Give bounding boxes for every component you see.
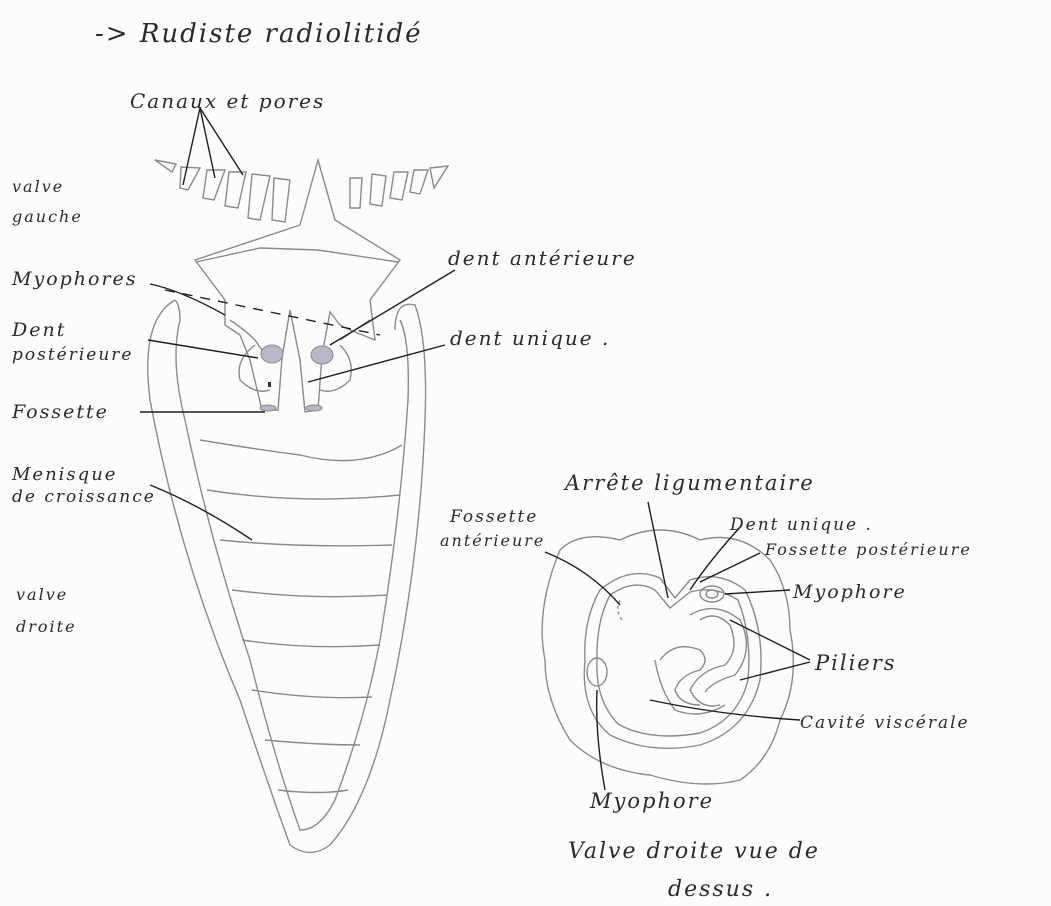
label-myophores: Myophores: [11, 268, 138, 290]
title: -> Rudiste radiolitidé: [95, 19, 423, 49]
label-myophore-bottom: Myophore: [589, 789, 714, 813]
myophore-right-shape: [700, 586, 724, 602]
right-valve-outer: [148, 300, 426, 853]
label-dent-unique-side: dent unique .: [450, 326, 610, 350]
label-fossette-anterieure-1: Fossette: [449, 507, 538, 527]
posterior-tooth-shade: [261, 345, 283, 363]
label-piliers: Piliers: [814, 651, 897, 675]
label-cavite-viscerale: Cavité viscérale: [800, 713, 970, 733]
caption-line-1: Valve droite vue de: [568, 839, 820, 864]
caption-line-2: dessus .: [668, 877, 773, 902]
growth-lines: [200, 440, 402, 793]
label-menisque-2: de croissance: [12, 487, 156, 507]
canals-and-pores: [155, 160, 448, 222]
label-valve-gauche-1: valve: [12, 177, 64, 196]
label-valve-droite-1: valve: [16, 585, 68, 604]
label-valve-droite-2: droite: [16, 617, 77, 636]
label-dent-unique-top: Dent unique .: [729, 515, 873, 535]
valve-outer-margin: [542, 530, 793, 784]
label-dent-posterieure-2: postérieure: [12, 345, 134, 365]
label-dent-anterieure: dent antérieure: [448, 246, 637, 270]
label-fossette-anterieure-2: antérieure: [440, 531, 545, 550]
label-myophore-right: Myophore: [792, 581, 907, 603]
label-fossette: Fossette: [11, 401, 109, 423]
label-fossette-posterieure: Fossette postérieure: [764, 540, 972, 559]
label-canaux-pores: Canaux et pores: [130, 89, 325, 113]
label-valve-gauche-2: gauche: [12, 207, 83, 226]
label-menisque-1: Menisque: [11, 464, 117, 485]
label-arrete-ligamentaire: Arrête ligumentaire: [563, 471, 815, 495]
anterior-tooth-shade: [311, 346, 333, 364]
label-dent-posterieure-1: Dent: [11, 319, 66, 341]
right-valve-inner: [176, 320, 408, 830]
